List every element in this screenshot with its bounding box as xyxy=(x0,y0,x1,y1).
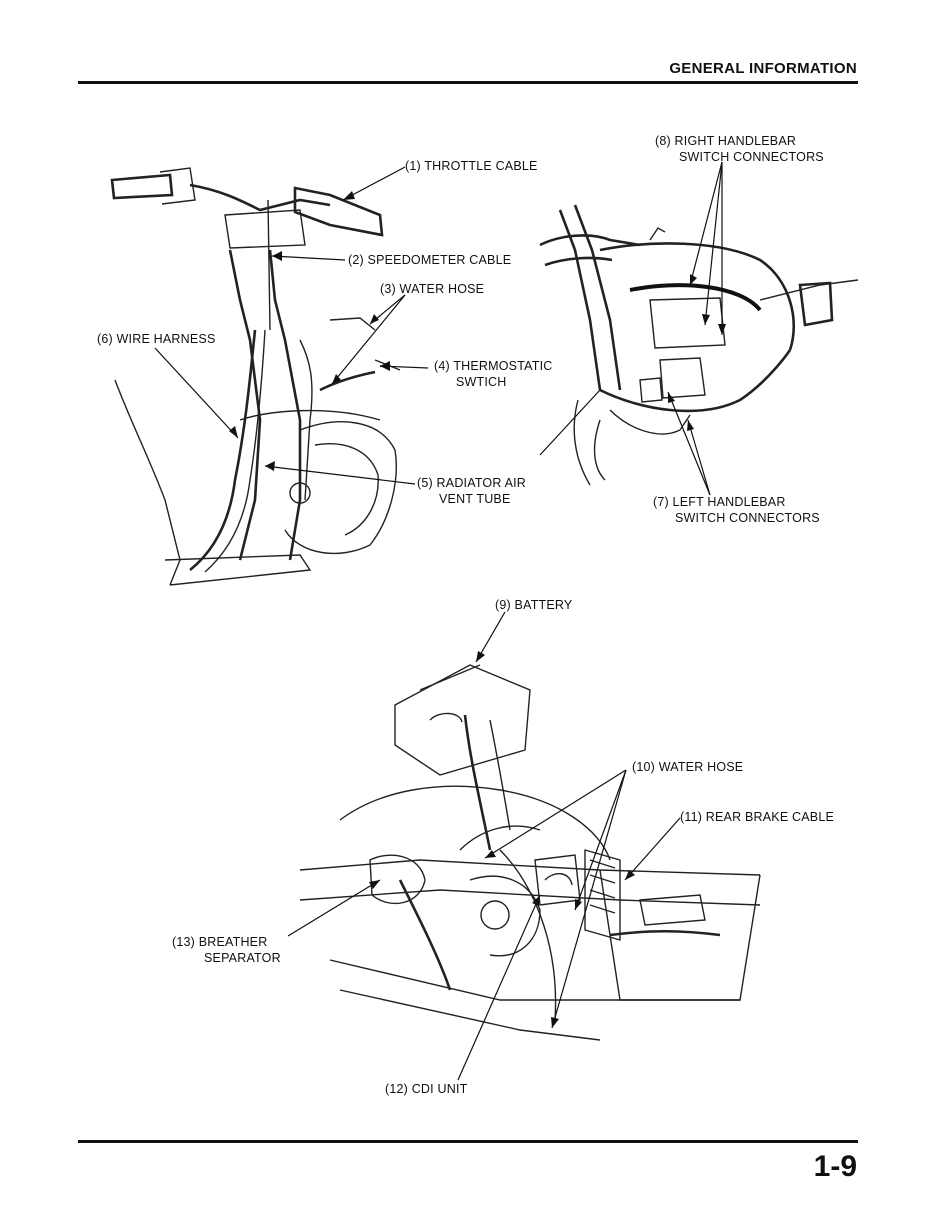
callout-thermostatic-switch-line1: (4) THERMOSTATIC xyxy=(434,359,553,373)
rear-frame-drawing xyxy=(299,664,761,1041)
callout-water-hose-front: (3) WATER HOSE xyxy=(380,282,485,296)
callout-thermostatic-switch: (4) THERMOSTATIC SWTICH xyxy=(434,358,552,390)
callout-wire-harness: (6) WIRE HARNESS xyxy=(97,332,216,346)
callout-right-handlebar-connectors-line1: (8) RIGHT HANDLEBAR xyxy=(655,134,797,148)
callout-thermostatic-switch-line2: SWTICH xyxy=(456,375,507,389)
page-header-title: GENERAL INFORMATION xyxy=(669,60,857,77)
callout-radiator-air-vent-tube-line1: (5) RADIATOR AIR xyxy=(417,476,527,490)
front-leader-lines xyxy=(154,166,429,485)
callout-speedometer-cable: (2) SPEEDOMETER CABLE xyxy=(348,253,512,267)
callout-radiator-air-vent-tube: (5) RADIATOR AIR VENT TUBE xyxy=(417,475,526,507)
callout-left-handlebar-connectors-line1: (7) LEFT HANDLEBAR xyxy=(653,495,786,509)
callout-left-handlebar-connectors-line2: SWITCH CONNECTORS xyxy=(675,511,820,525)
callout-breather-separator-line1: (13) BREATHER xyxy=(172,935,268,949)
callout-breather-separator: (13) BREATHER SEPARATOR xyxy=(172,934,281,966)
header-rule xyxy=(78,81,858,84)
front-frame-drawing xyxy=(110,167,401,586)
callout-rear-brake-cable: (11) REAR BRAKE CABLE xyxy=(680,810,835,824)
page-number: 1-9 xyxy=(813,1150,857,1183)
rear-leader-lines xyxy=(287,611,681,1081)
callout-battery: (9) BATTERY xyxy=(495,598,573,612)
handlebar-connectors-drawing xyxy=(539,204,859,486)
callout-throttle-cable: (1) THROTTLE CABLE xyxy=(405,159,538,173)
handlebar-leader-lines xyxy=(667,161,726,496)
callout-right-handlebar-connectors-line2: SWITCH CONNECTORS xyxy=(679,150,824,164)
callout-breather-separator-line2: SEPARATOR xyxy=(204,951,281,965)
callout-radiator-air-vent-tube-line2: VENT TUBE xyxy=(439,492,511,506)
callout-right-handlebar-connectors: (8) RIGHT HANDLEBAR SWITCH CONNECTORS xyxy=(655,133,824,165)
callout-left-handlebar-connectors: (7) LEFT HANDLEBAR SWITCH CONNECTORS xyxy=(653,494,820,526)
footer-rule xyxy=(78,1140,858,1143)
callout-cdi-unit: (12) CDI UNIT xyxy=(385,1082,468,1096)
callout-water-hose-rear: (10) WATER HOSE xyxy=(632,760,744,774)
